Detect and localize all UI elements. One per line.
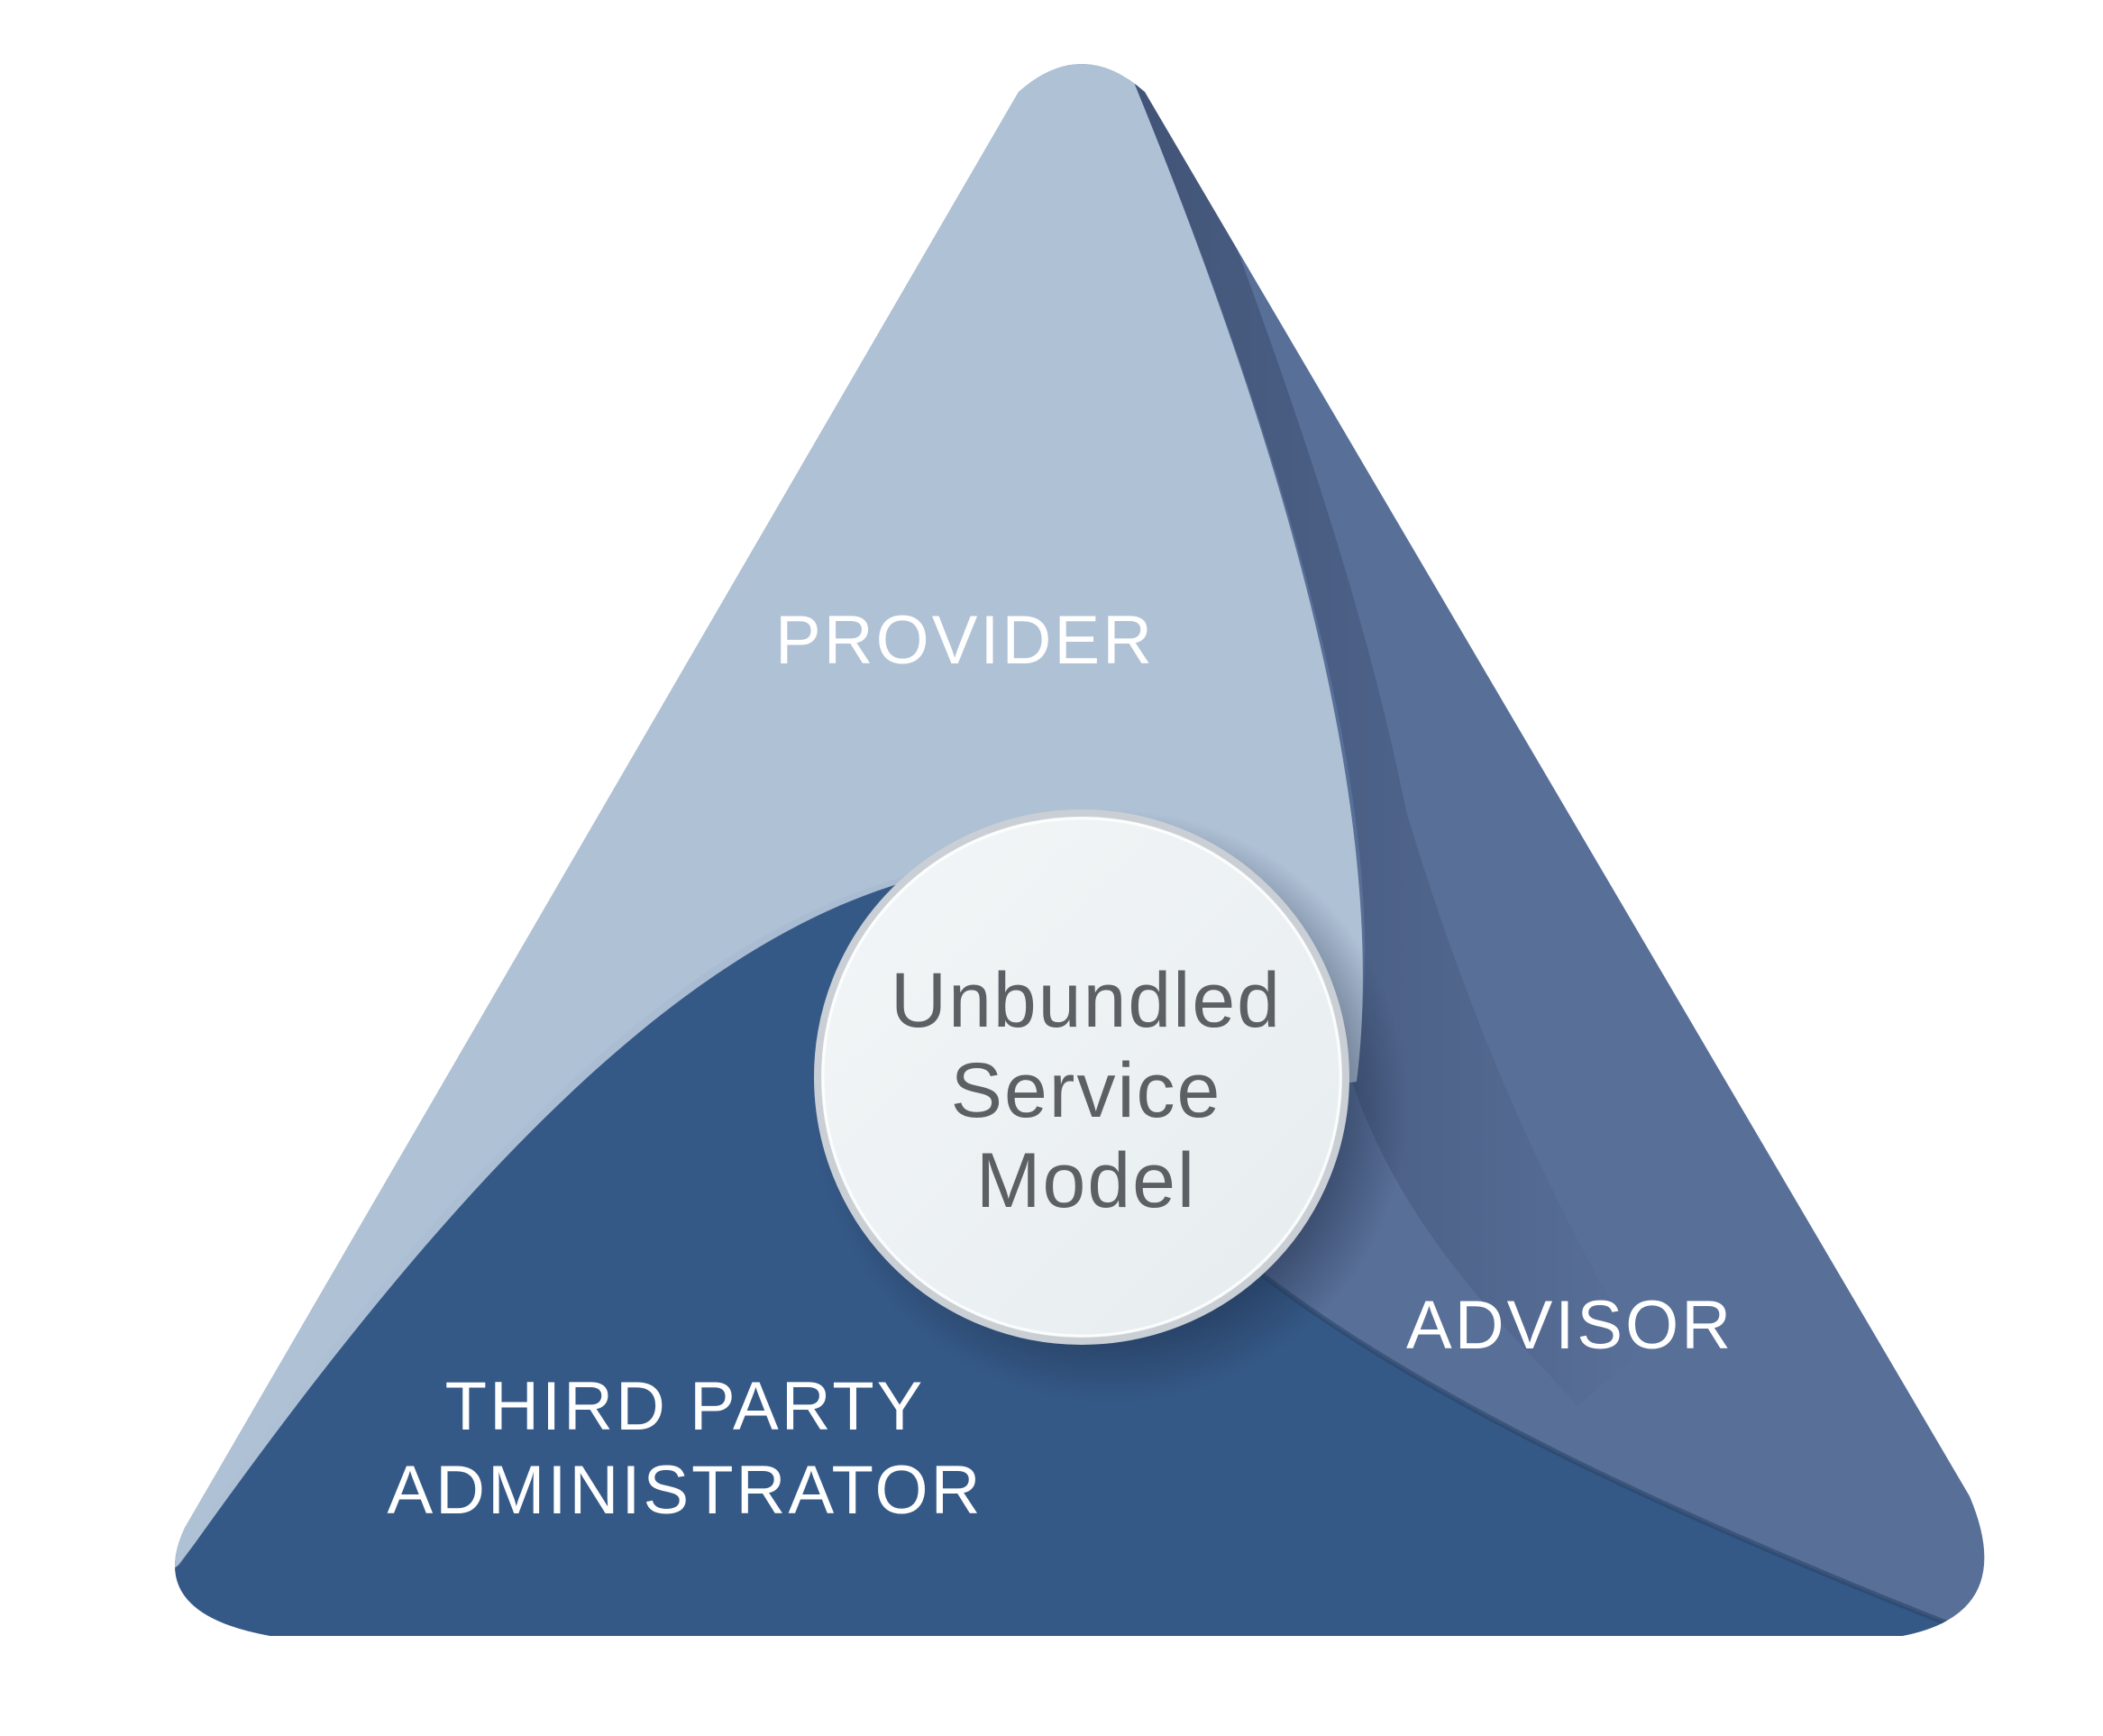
center-title-line2: Service [950,1047,1222,1134]
tpa-label-line2: ADMINISTRATOR [387,1451,983,1529]
advisor-label: ADVISOR [1406,1287,1734,1364]
center-circle [814,809,1349,1345]
provider-label: PROVIDER [775,602,1155,679]
third-party-administrator-label: THIRD PARTY ADMINISTRATOR [306,1366,1064,1532]
center-title-line1: Unbundled [890,957,1283,1044]
center-circle-rim [821,817,1342,1338]
tpa-label-line1: THIRD PARTY [444,1368,926,1445]
center-title-line3: Model [975,1138,1197,1224]
center-title: Unbundled Service Model [820,955,1352,1226]
advisor-fold-shadow [1122,64,1641,1406]
